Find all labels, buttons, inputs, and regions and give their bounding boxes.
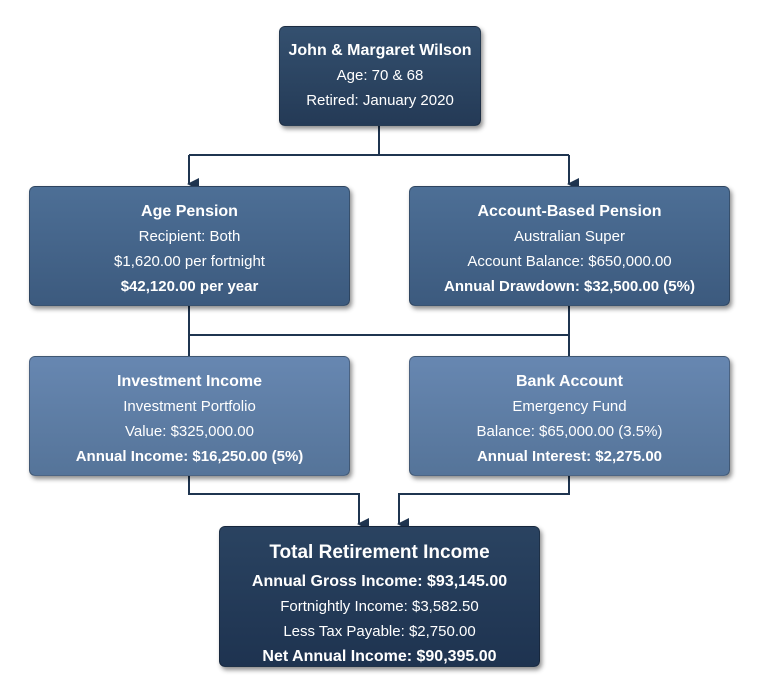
connector-investment-to-total bbox=[188, 476, 369, 530]
investment-income-title: Investment Income bbox=[117, 373, 262, 390]
age-pension-fortnightly: $1,620.00 per fortnight bbox=[114, 253, 265, 270]
total-title: Total Retirement Income bbox=[269, 542, 490, 563]
household-retired: Retired: January 2020 bbox=[306, 92, 454, 109]
bank-account-title: Bank Account bbox=[516, 373, 623, 390]
connector-bank-to-total bbox=[397, 476, 570, 530]
age-pension-title: Age Pension bbox=[141, 203, 238, 220]
bank-account-interest: Annual Interest: $2,275.00 bbox=[476, 448, 663, 465]
bank-account-purpose: Emergency Fund bbox=[512, 398, 627, 415]
investment-income-node: Investment Income Investment Portfolio V… bbox=[29, 356, 350, 476]
account-based-pension-balance: Account Balance: $650,000.00 bbox=[467, 253, 672, 270]
investment-income-type: Investment Portfolio bbox=[123, 398, 256, 415]
total-net-income: Net Annual Income: $90,395.00 bbox=[262, 648, 497, 665]
account-based-pension-title: Account-Based Pension bbox=[477, 203, 662, 220]
age-pension-recipient: Recipient: Both bbox=[138, 228, 241, 245]
bank-account-balance: Balance: $65,000.00 (3.5%) bbox=[476, 423, 663, 440]
household-node: John & Margaret Wilson Age: 70 & 68 Reti… bbox=[279, 26, 481, 126]
age-pension-node: Age Pension Recipient: Both $1,620.00 pe… bbox=[29, 186, 350, 306]
investment-income-value: Value: $325,000.00 bbox=[124, 423, 254, 440]
household-name: John & Margaret Wilson bbox=[288, 42, 472, 59]
account-based-pension-drawdown: Annual Drawdown: $32,500.00 (5%) bbox=[444, 278, 695, 295]
connector-row-one-to-row-two bbox=[188, 306, 570, 356]
account-based-pension-provider: Australian Super bbox=[514, 228, 625, 245]
total-tax-payable: Less Tax Payable: $2,750.00 bbox=[283, 623, 476, 640]
connector-household-to-pensions bbox=[189, 126, 569, 156]
household-ages: Age: 70 & 68 bbox=[336, 67, 424, 84]
age-pension-yearly: $42,120.00 per year bbox=[120, 278, 259, 295]
bank-account-node: Bank Account Emergency Fund Balance: $65… bbox=[409, 356, 730, 476]
account-based-pension-node: Account-Based Pension Australian Super A… bbox=[409, 186, 730, 306]
investment-income-annual: Annual Income: $16,250.00 (5%) bbox=[75, 448, 304, 465]
total-gross-income: Annual Gross Income: $93,145.00 bbox=[251, 573, 508, 590]
total-retirement-income-node: Total Retirement Income Annual Gross Inc… bbox=[219, 526, 540, 667]
total-fortnightly-income: Fortnightly Income: $3,582.50 bbox=[280, 598, 479, 615]
